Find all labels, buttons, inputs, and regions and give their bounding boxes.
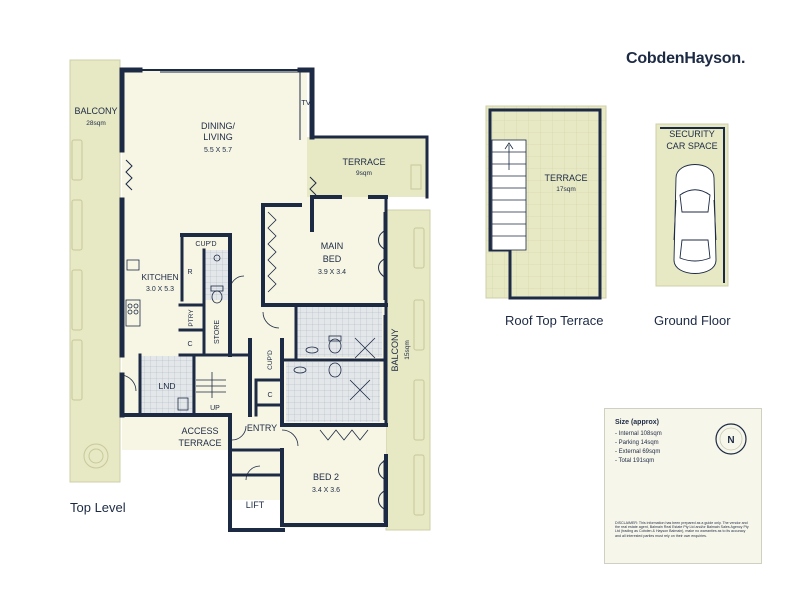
balcony-left-area-label: 28sqm bbox=[86, 120, 106, 127]
access-stairs bbox=[196, 372, 226, 398]
main-bed-name-1: MAIN bbox=[321, 241, 344, 251]
north-compass-icon: N bbox=[715, 423, 747, 455]
kitchen-name: KITCHEN bbox=[141, 272, 178, 282]
caption-roof-top-terrace: Roof Top Terrace bbox=[505, 313, 604, 328]
bed2-name: BED 2 bbox=[313, 472, 339, 482]
car-icon bbox=[673, 164, 717, 274]
roof-stairs bbox=[491, 139, 527, 251]
caption-top-level: Top Level bbox=[70, 500, 126, 515]
balcony-right-area-label: 15sqm bbox=[404, 340, 411, 360]
security-car-space-line1: SECURITY bbox=[669, 129, 715, 139]
balcony-right-area bbox=[385, 209, 431, 531]
compass-north-label: N bbox=[727, 435, 734, 446]
lnd-label: LND bbox=[158, 381, 175, 391]
roof-terrace-area-label: 17sqm bbox=[556, 186, 576, 193]
terrace-area-label: 9sqm bbox=[356, 170, 372, 177]
ptry-label: PTRY bbox=[188, 309, 195, 327]
walls bbox=[119, 67, 429, 532]
entry-label: ENTRY bbox=[247, 423, 277, 433]
dining-living-name-2: LIVING bbox=[203, 132, 233, 142]
cupd-mid-label: CUP'D bbox=[267, 350, 274, 370]
r-label: R bbox=[187, 269, 192, 276]
disclaimer-text: DISCLAIMER: This information has been pr… bbox=[615, 521, 749, 538]
up-label: UP bbox=[210, 405, 220, 412]
roof-top-plan bbox=[485, 105, 607, 300]
security-car-space-line2: CAR SPACE bbox=[666, 141, 717, 151]
size-item-parking: - Parking 14sqm bbox=[615, 440, 659, 446]
size-item-internal: - Internal 108sqm bbox=[615, 431, 662, 437]
size-summary-title: Size (approx) bbox=[615, 419, 659, 426]
balcony-left-area bbox=[69, 59, 121, 483]
balcony-left-name: BALCONY bbox=[74, 106, 117, 116]
c-left-label: C bbox=[187, 341, 192, 348]
balcony-left-planters bbox=[71, 139, 109, 469]
bed2-dims: 3.4 X 3.6 bbox=[312, 487, 340, 494]
brand-logo: CobdenHayson. bbox=[626, 50, 746, 67]
main-bed-dims: 3.9 X 3.4 bbox=[318, 269, 346, 276]
store-label: STORE bbox=[214, 320, 221, 344]
kitchen-dims: 3.0 X 5.3 bbox=[146, 286, 174, 293]
dining-living-dims: 5.5 X 5.7 bbox=[204, 147, 232, 154]
dining-living-name-1: DINING/ bbox=[201, 121, 236, 131]
access-terrace-line1: ACCESS bbox=[181, 426, 218, 436]
tv-label: TV bbox=[301, 98, 311, 107]
access-terrace-line2: TERRACE bbox=[178, 438, 221, 448]
size-summary-box: Size (approx) - Internal 108sqm - Parkin… bbox=[604, 408, 762, 564]
ensuite-tiles bbox=[296, 307, 382, 357]
top-level-plan bbox=[69, 59, 431, 532]
ground-floor-plan bbox=[655, 123, 729, 287]
cupd-top-label: CUP'D bbox=[195, 241, 216, 248]
bathroom-tiles bbox=[286, 362, 380, 422]
caption-ground-floor: Ground Floor bbox=[654, 313, 731, 328]
size-item-external: - External 69sqm bbox=[615, 449, 661, 455]
fixtures bbox=[125, 254, 376, 411]
bifold-doors bbox=[125, 159, 387, 511]
room-labels: BALCONY 28sqm DINING/ LIVING 5.5 X 5.7 T… bbox=[74, 98, 717, 510]
balcony-right-name: BALCONY bbox=[390, 328, 400, 371]
lift-label: LIFT bbox=[246, 500, 265, 510]
terrace-area bbox=[307, 137, 427, 197]
terrace-name: TERRACE bbox=[342, 157, 385, 167]
door-swings bbox=[119, 275, 299, 481]
wc-tiles bbox=[204, 250, 230, 300]
main-bed-name-2: BED bbox=[323, 254, 342, 264]
size-item-total: - Total 191sqm bbox=[615, 458, 655, 464]
roof-terrace-name: TERRACE bbox=[544, 173, 587, 183]
c-mid-label: C bbox=[267, 392, 272, 399]
laundry-tiles bbox=[140, 356, 194, 414]
